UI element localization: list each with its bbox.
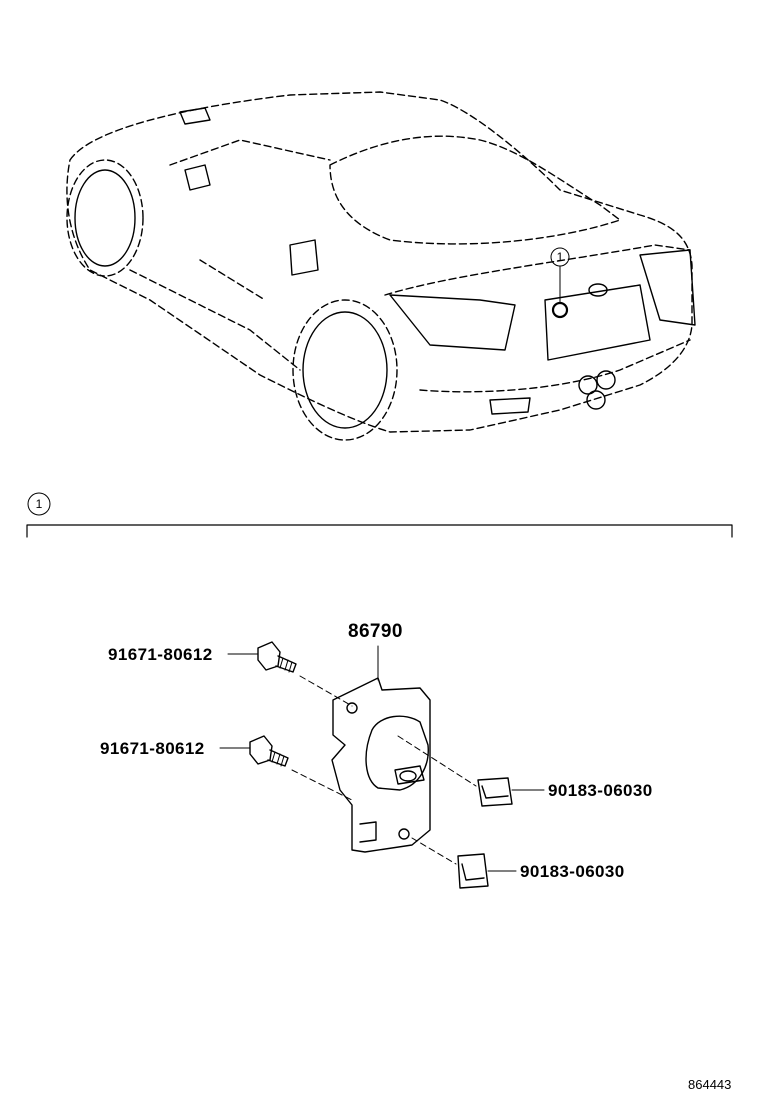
- nut-lower-inner: [461, 863, 485, 881]
- section-bracket: [26, 524, 733, 538]
- car-illustration: [66, 91, 696, 441]
- license-plate: [544, 284, 651, 361]
- phantom-nut-lower: [411, 837, 457, 865]
- part-number-bolt-lower[interactable]: 91671-80612: [100, 739, 205, 758]
- side-sill: [129, 269, 301, 371]
- wheel-front-arch: [66, 159, 144, 277]
- wheel-rear-arch: [292, 299, 398, 441]
- roof-vent: [179, 107, 211, 125]
- camera-body: [365, 715, 429, 791]
- camera-location-marker: [551, 301, 569, 319]
- part-number-bolt-upper[interactable]: 91671-80612: [108, 645, 213, 664]
- wheel-rear: [302, 311, 388, 429]
- taillight-left: [639, 249, 696, 326]
- bolt-lower-shank: [267, 749, 289, 767]
- part-number-nut-upper[interactable]: 90183-06030: [548, 781, 653, 800]
- door-line: [199, 259, 266, 301]
- phantom-bolt-lower: [291, 769, 353, 801]
- camera-bracket: [331, 677, 431, 853]
- bracket-slot: [359, 821, 377, 843]
- nut-upper-inner: [481, 785, 509, 799]
- phantom-nut-upper: [397, 735, 477, 787]
- bolt-upper-thread: [279, 657, 293, 673]
- nut-lower: [457, 853, 489, 889]
- side-window-line: [169, 139, 331, 166]
- exhaust-3: [586, 390, 606, 410]
- camera-lens: [399, 770, 417, 782]
- diffuser: [489, 397, 531, 415]
- part-number-86790[interactable]: 86790: [348, 621, 403, 642]
- rear-deck: [384, 244, 691, 296]
- callout-number-car: 1: [556, 250, 564, 264]
- car-body-outline: [66, 91, 693, 433]
- wheel-front: [74, 169, 136, 267]
- fuel-door: [289, 239, 319, 276]
- callout-bubble-car: [550, 247, 570, 267]
- callout-number-section: 1: [35, 497, 43, 511]
- figure-id: 864443: [688, 1077, 732, 1092]
- bracket-hole-lower: [398, 828, 410, 840]
- camera-lens-housing: [394, 765, 425, 785]
- nut-upper: [477, 777, 513, 807]
- bolt-lower-thread: [271, 751, 285, 767]
- callout-bubble-section: [27, 492, 51, 516]
- mirror: [184, 164, 211, 191]
- exhaust-2: [596, 370, 616, 390]
- exhaust-1: [578, 375, 598, 395]
- phantom-bolt-upper: [299, 675, 353, 707]
- taillight-right: [389, 294, 516, 351]
- rear-window-outline: [329, 135, 621, 245]
- part-number-nut-lower[interactable]: 90183-06030: [520, 862, 625, 881]
- rear-bumper: [419, 339, 691, 393]
- rear-emblem: [588, 283, 608, 297]
- bolt-upper-shank: [275, 655, 297, 673]
- bracket-hole-upper: [346, 702, 358, 714]
